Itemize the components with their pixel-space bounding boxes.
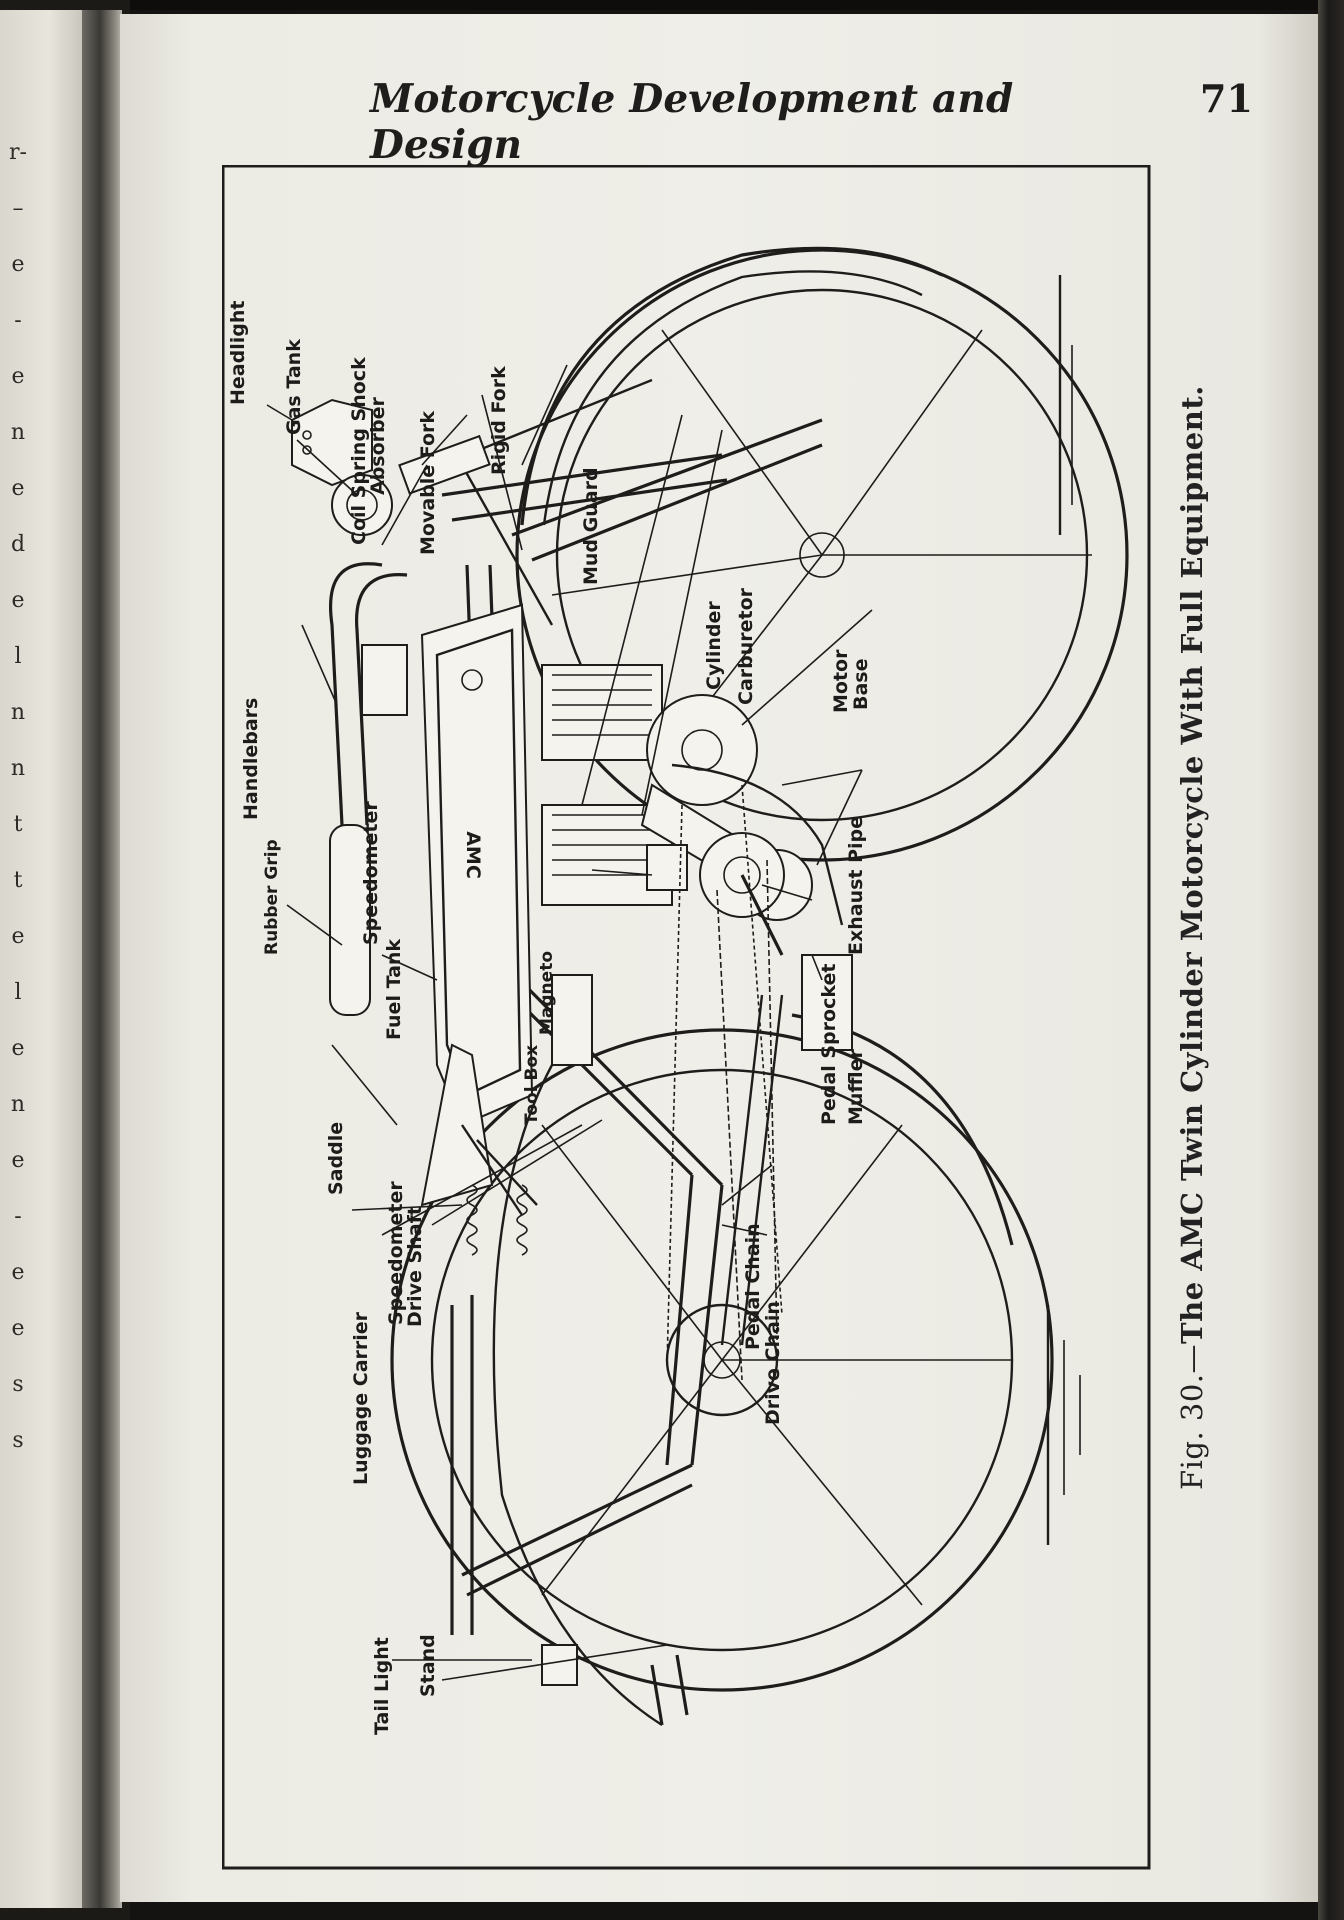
label-motor-base-1: Motor	[830, 649, 852, 713]
tank-logo: AMC	[462, 831, 484, 879]
fuel-tank: AMC	[420, 603, 534, 1127]
facing-page-fragment: t	[13, 812, 23, 837]
label-speedometer-drive-2: Drive Shaft	[404, 1206, 426, 1327]
label-cylinder: Cylinder	[703, 601, 725, 690]
facing-page-fragment: e	[11, 1036, 25, 1061]
label-tool-box: Tool Box	[522, 1045, 542, 1125]
facing-page-fragment: s	[12, 1428, 24, 1453]
front-mud-guard	[520, 246, 943, 526]
label-rubber-grip: Rubber Grip	[262, 839, 282, 955]
scan-border-right	[1318, 0, 1344, 1920]
facing-page-fragment: r-	[9, 140, 27, 165]
label-gas-tank: Gas Tank	[283, 339, 305, 435]
facing-page-fragment: e	[11, 476, 25, 501]
book-page	[120, 14, 1318, 1902]
facing-page-fragment: n	[10, 420, 26, 445]
facing-page-fragment: n	[10, 1092, 26, 1117]
running-head: Motorcycle Development and Design 71	[250, 64, 1253, 168]
tool-box	[551, 974, 593, 1066]
facing-page-fragment: n	[10, 756, 26, 781]
facing-page-fragment: -	[14, 308, 22, 333]
leader-lines	[266, 364, 873, 1681]
label-rigid-fork: Rigid Fork	[488, 366, 510, 475]
facing-page-fragment: –	[12, 196, 24, 221]
speedometer-icon	[361, 644, 408, 716]
facing-page-fragment: e	[11, 588, 25, 613]
figure-title: The AMC Twin Cylinder Motorcycle With Fu…	[1175, 385, 1209, 1344]
label-luggage-carrier: Luggage Carrier	[350, 1311, 372, 1485]
facing-page-fragment: e	[11, 252, 25, 277]
figure-diagram: AMC	[222, 165, 1152, 1872]
gas-tank-icon	[331, 474, 393, 536]
figure-caption: Fig. 30.—The AMC Twin Cylinder Motorcycl…	[1175, 385, 1209, 1490]
facing-page-fragment: e	[11, 1148, 25, 1173]
label-saddle: Saddle	[325, 1122, 347, 1195]
label-drive-chain: Drive Chain	[762, 1301, 784, 1425]
pedal-chain	[716, 859, 778, 1381]
drive-chain	[666, 784, 783, 1366]
facing-page-fragment: e	[11, 364, 25, 389]
label-stand: Stand	[417, 1634, 439, 1697]
label-speedometer-drive-1: Speedometer	[385, 1181, 407, 1325]
figure-border	[222, 165, 1151, 1870]
label-speedometer: Speedometer	[360, 801, 382, 945]
label-tail-light: Tail Light	[371, 1637, 393, 1735]
saddle-springs	[466, 1184, 528, 1256]
rear-wheel	[390, 1028, 1054, 1692]
page-number: 71	[1200, 76, 1253, 121]
diagram-labels: Headlight Gas Tank Coil Spring Shock Abs…	[227, 301, 872, 1735]
luggage-carrier	[450, 1295, 474, 1635]
facing-page-fragment: e	[11, 1316, 25, 1341]
front-forks	[398, 378, 728, 626]
label-carburetor: Carburetor	[735, 587, 757, 705]
facing-page-fragment: t	[13, 868, 23, 893]
book-gutter	[82, 10, 122, 1908]
label-handlebars: Handlebars	[240, 698, 262, 820]
label-motor-base-2: Base	[850, 659, 872, 711]
label-mud-guard: Mud Guard	[580, 467, 602, 585]
pedal-sprocket	[699, 832, 785, 956]
label-coil-spring-1: Coil Spring Shock	[348, 357, 370, 545]
front-wheel	[515, 248, 1129, 862]
handlebars	[329, 562, 408, 1016]
label-movable-fork: Movable Fork	[417, 411, 439, 555]
exhaust-pipe	[671, 763, 844, 926]
facing-page-fragment: n	[10, 700, 26, 725]
figure-number: Fig. 30.—	[1175, 1343, 1209, 1490]
facing-page-fragment: e	[11, 924, 25, 949]
label-muffler: Muffler	[845, 1048, 867, 1125]
ground-lines	[1046, 275, 1081, 1545]
label-fuel-tank: Fuel Tank	[383, 939, 405, 1040]
label-exhaust-pipe: Exhaust Pipe	[845, 816, 867, 955]
facing-page-fragment: s	[12, 1372, 24, 1397]
running-title: Motorcycle Development and Design	[370, 76, 1014, 168]
facing-page-fragment: d	[10, 532, 26, 557]
headlight-icon	[291, 398, 373, 487]
scan-border-top	[0, 0, 1344, 10]
label-pedal-sprocket: Pedal Sprocket	[818, 964, 840, 1125]
muffler	[801, 954, 853, 1051]
facing-page-fragment: l	[14, 644, 22, 669]
label-pedal-chain: Pedal Chain	[742, 1223, 764, 1350]
saddle	[420, 1043, 538, 1216]
tail-light-icon	[541, 1644, 578, 1686]
label-headlight: Headlight	[227, 301, 249, 405]
label-coil-spring-2: Absorber	[367, 396, 389, 495]
facing-page-fragment: l	[14, 980, 22, 1005]
label-magneto: Magneto	[537, 951, 557, 1035]
facing-page-fragment: -	[14, 1204, 22, 1229]
magneto	[646, 844, 688, 891]
facing-page-edge: r- – e - e n e d e l n n t t e l e n e - e e s s	[0, 10, 82, 1908]
facing-page-fragment: e	[11, 1260, 25, 1285]
